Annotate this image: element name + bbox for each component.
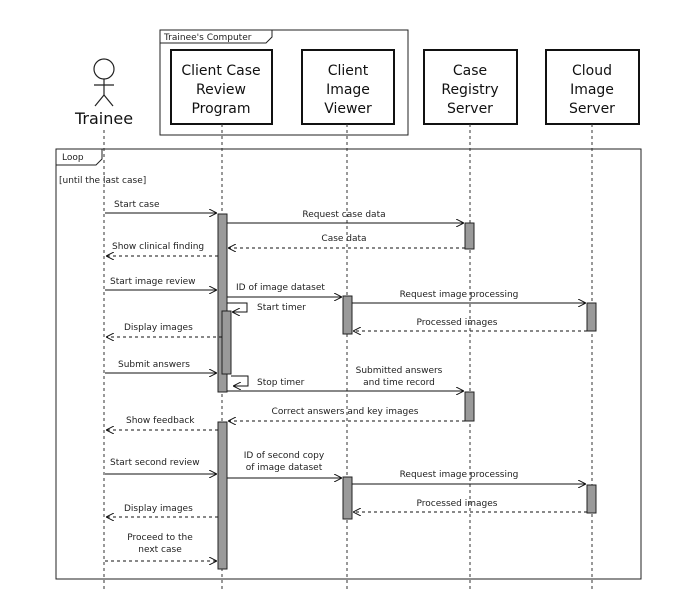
message-show-clinical-finding: Show clinical finding — [107, 242, 218, 256]
participant-label-line: Server — [447, 101, 493, 117]
message-request-case-data: Request case data — [227, 210, 463, 223]
message-label: of image dataset — [246, 463, 323, 473]
participant-label-line: Registry — [441, 82, 498, 98]
actor-trainee: Trainee — [74, 58, 133, 128]
message-label: Proceed to the — [127, 533, 193, 543]
message-label: Start second review — [110, 458, 200, 468]
message-label: ID of second copy — [244, 451, 325, 461]
message-label: Request case data — [302, 210, 385, 220]
message-id-of-second-copy: ID of second copy of image dataset — [227, 451, 341, 478]
message-label: ID of image dataset — [236, 283, 325, 293]
loop-frame: Loop [until the last case] — [55, 148, 642, 580]
participant-case-registry-server: Case Registry Server — [423, 49, 518, 125]
message-label: next case — [138, 545, 182, 555]
message-case-data: Case data — [229, 234, 465, 248]
group-label: Trainee's Computer — [163, 33, 252, 43]
message-label: Display images — [124, 323, 193, 333]
message-label: Processed images — [417, 499, 498, 509]
message-label: Request image processing — [400, 470, 519, 480]
participant-client-case-review-program: Client Case Review Program — [170, 49, 273, 125]
participant-label-line: Program — [191, 101, 250, 117]
stick-figure-icon — [93, 58, 115, 107]
loop-guard: [until the last case] — [59, 176, 146, 186]
participant-label-line: Client — [328, 63, 369, 79]
message-correct-answers: Correct answers and key images — [229, 407, 465, 421]
message-display-images-2: Display images — [107, 504, 218, 517]
message-label: Submitted answers — [356, 366, 443, 376]
participant-label-line: Viewer — [324, 101, 372, 117]
message-submit-answers: Submit answers — [105, 360, 216, 373]
activation-bar — [464, 391, 475, 422]
message-label: Submit answers — [118, 360, 190, 370]
participant-label-line: Client Case — [181, 63, 260, 79]
message-proceed-to-next-case: Proceed to the next case — [105, 533, 216, 561]
participant-label-line: Review — [196, 82, 246, 98]
activation-bar — [342, 476, 353, 520]
message-start-second-review: Start second review — [105, 458, 216, 474]
message-label: Stop timer — [257, 378, 305, 388]
messages: Start case Request case data Case data S… — [105, 200, 587, 561]
message-submitted-answers: Submitted answers and time record — [227, 366, 463, 391]
participant-label-line: Cloud — [572, 63, 612, 79]
message-request-image-processing: Request image processing — [352, 290, 585, 303]
message-processed-images-2: Processed images — [354, 499, 587, 512]
message-start-timer: Start timer — [227, 302, 306, 313]
activation-bar — [586, 484, 597, 514]
actor-label: Trainee — [74, 109, 133, 128]
participant-client-image-viewer: Client Image Viewer — [301, 49, 395, 125]
message-label: Start case — [114, 200, 160, 210]
participant-label-line: Server — [569, 101, 615, 117]
message-label: Show clinical finding — [112, 242, 204, 252]
message-label: Start image review — [110, 277, 196, 287]
message-display-images: Display images — [107, 323, 222, 337]
participant-label-line: Case — [453, 63, 487, 79]
message-label: and time record — [363, 378, 435, 388]
activation-bar — [221, 310, 232, 375]
group-trainees-computer: Trainee's Computer — [159, 29, 409, 136]
activation-bar — [586, 302, 597, 332]
activation-bar — [217, 421, 228, 570]
message-start-case: Start case — [105, 200, 216, 213]
message-processed-images: Processed images — [354, 318, 587, 331]
message-label: Request image processing — [400, 290, 519, 300]
message-label: Show feedback — [126, 416, 195, 426]
message-label: Case data — [321, 234, 366, 244]
activation-bar — [464, 222, 475, 250]
message-label: Correct answers and key images — [272, 407, 419, 417]
loop-label: Loop — [62, 153, 84, 163]
message-label: Processed images — [417, 318, 498, 328]
participant-label-line: Image — [570, 82, 614, 98]
participant-cloud-image-server: Cloud Image Server — [545, 49, 640, 125]
message-show-feedback: Show feedback — [107, 416, 218, 430]
participant-label-line: Image — [326, 82, 370, 98]
message-label: Display images — [124, 504, 193, 514]
lifelines — [103, 124, 593, 592]
activation-bar — [342, 295, 353, 335]
message-label: Start timer — [257, 303, 306, 313]
message-id-of-image-dataset: ID of image dataset — [227, 283, 341, 297]
message-start-image-review: Start image review — [105, 277, 216, 290]
message-stop-timer: Stop timer — [231, 375, 305, 388]
message-request-image-processing-2: Request image processing — [352, 470, 585, 484]
